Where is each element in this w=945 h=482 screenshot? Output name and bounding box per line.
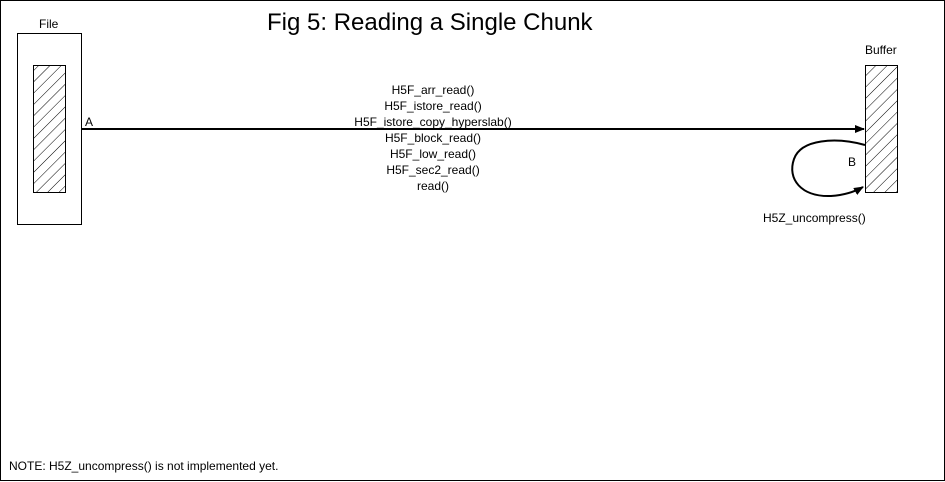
read-call: read() bbox=[416, 179, 449, 193]
figure-title: Fig 5: Reading a Single Chunk bbox=[267, 9, 593, 36]
read-call: H5F_low_read() bbox=[389, 147, 477, 161]
buffer-chunk bbox=[865, 65, 898, 193]
read-call: H5F_block_read() bbox=[384, 131, 482, 145]
read-call-stack: H5F_arr_read() H5F_istore_read() H5F_ist… bbox=[333, 82, 533, 194]
read-call: H5F_istore_read() bbox=[384, 99, 482, 113]
file-label: File bbox=[39, 17, 59, 31]
footnote: NOTE: H5Z_uncompress() is not implemente… bbox=[9, 459, 279, 473]
uncompress-loop-arrow bbox=[791, 139, 866, 198]
read-call: H5F_sec2_read() bbox=[386, 163, 480, 177]
uncompress-call-label: H5Z_uncompress() bbox=[763, 211, 866, 225]
read-call: H5F_arr_read() bbox=[391, 83, 475, 97]
path-label-b: B bbox=[848, 155, 857, 169]
path-label-a: A bbox=[85, 115, 94, 129]
file-chunk bbox=[33, 65, 66, 193]
buffer-label: Buffer bbox=[865, 43, 897, 57]
read-call: H5F_istore_copy_hyperslab() bbox=[354, 115, 512, 129]
